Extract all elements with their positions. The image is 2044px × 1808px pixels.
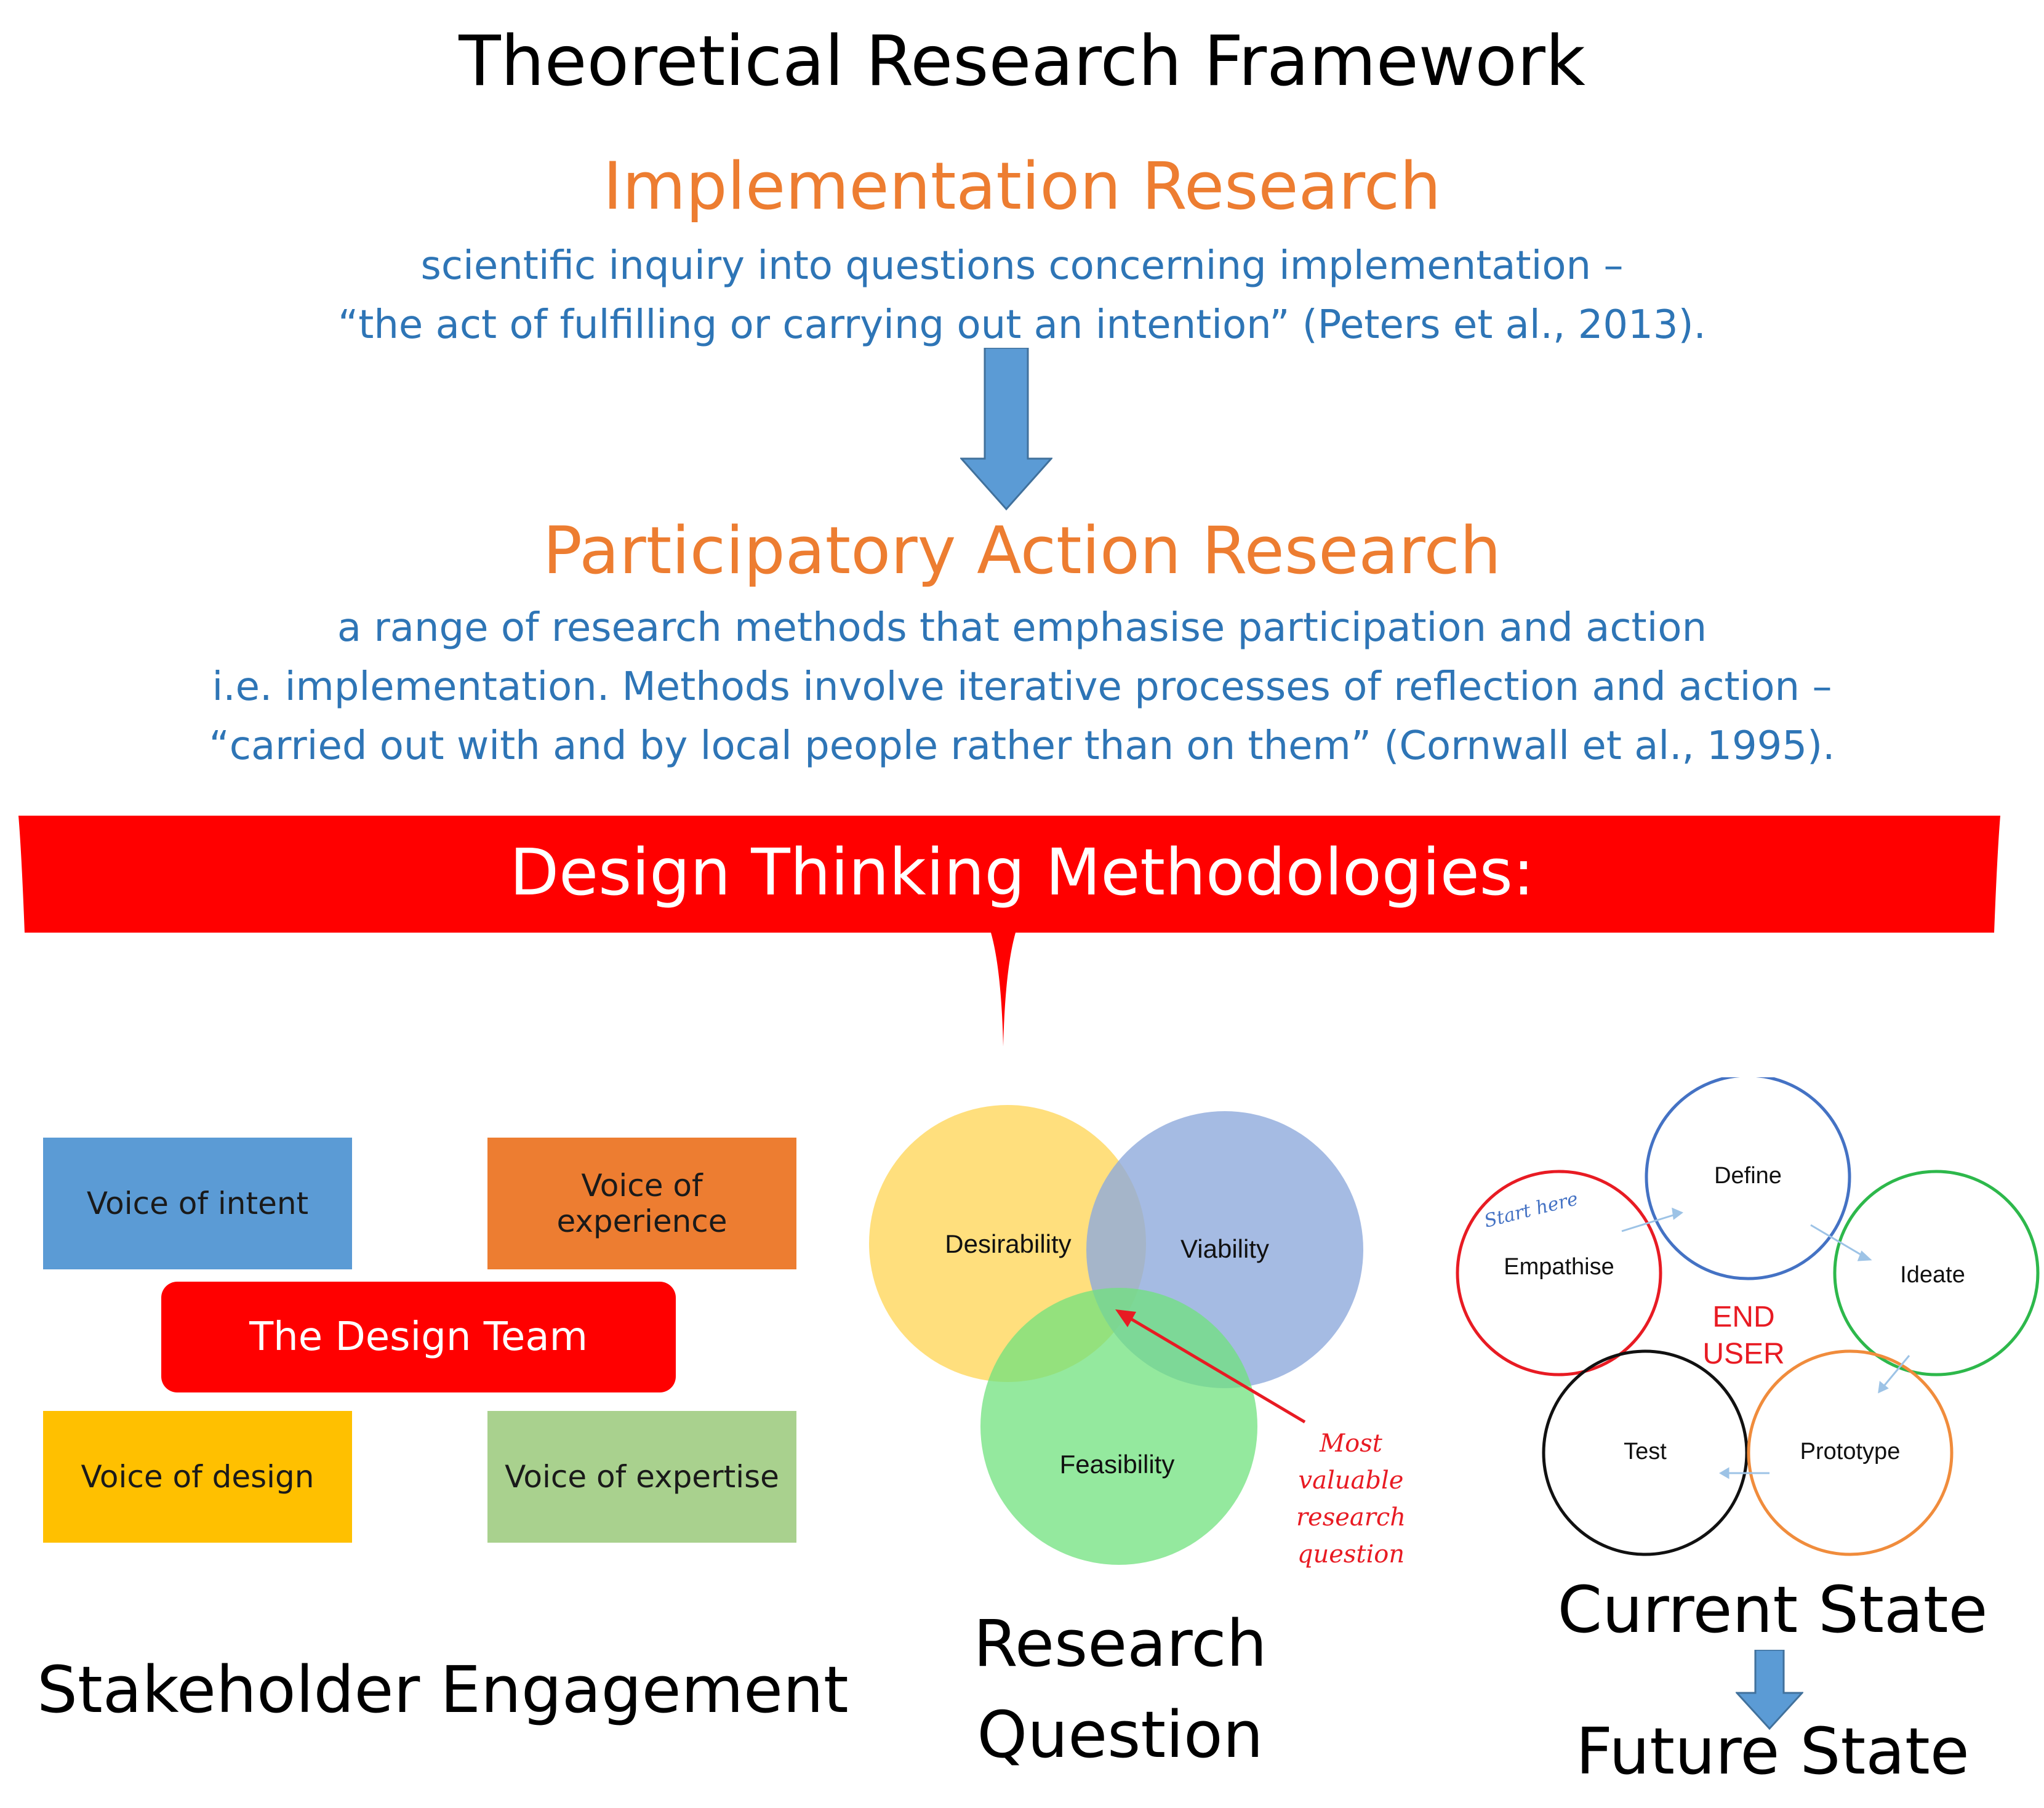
cycle-arrows (1621, 1207, 1910, 1479)
implementation-description-line: “the act of fulfilling or carrying out a… (338, 302, 1706, 348)
down-arrow-icon (1736, 1650, 1803, 1730)
voice-of-expertise-box: Voice of expertise (487, 1411, 796, 1543)
empathise-label: Empathise (1504, 1254, 1614, 1280)
down-arrow-icon (960, 348, 1052, 511)
desirability-label: Desirability (945, 1229, 1071, 1258)
participatory-heading: Participatory Action Research (543, 513, 1501, 589)
feasibility-label: Feasibility (1060, 1450, 1175, 1479)
implementation-description-line: scientific inquiry into questions concer… (420, 243, 1624, 289)
end-user-label: END (1712, 1301, 1774, 1333)
annotation-line: research (1296, 1503, 1406, 1532)
define-label: Define (1714, 1163, 1782, 1189)
banner-callout-shape (18, 816, 2000, 1047)
annotation-line: question (1297, 1540, 1405, 1569)
voice-of-design-box: Voice of design (43, 1411, 352, 1543)
prototype-label: Prototype (1800, 1439, 1901, 1464)
research-question-venn: Desirability Viability Feasibility Most … (869, 1105, 1406, 1569)
participatory-description-line: a range of research methods that emphasi… (337, 605, 1707, 651)
test-label: Test (1624, 1439, 1667, 1464)
design-thinking-cycle: Define Empathise Ideate Test Prototype S… (1456, 1077, 2040, 1556)
future-state-label: Future State (1576, 1714, 1970, 1789)
voice-of-experience-box: Voice of experience (487, 1138, 796, 1269)
current-state-label: Current State (1557, 1572, 1988, 1647)
end-user-label: USER (1702, 1338, 1784, 1370)
viability-label: Viability (1180, 1234, 1269, 1263)
design-team-box: The Design Team (161, 1282, 676, 1392)
stakeholder-engagement-caption: Stakeholder Engagement (37, 1652, 849, 1727)
voice-of-intent-box: Voice of intent (43, 1138, 352, 1269)
research-question-caption-line: Question (977, 1697, 1264, 1772)
participatory-description-line: i.e. implementation. Methods involve ite… (212, 664, 1832, 710)
define-circle (1645, 1077, 1851, 1280)
banner-title: Design Thinking Methodologies: (510, 835, 1534, 910)
research-question-caption-line: Research (973, 1606, 1267, 1681)
page-title: Theoretical Research Framework (459, 22, 1585, 102)
annotation-line: valuable (1299, 1466, 1404, 1495)
participatory-description-line: “carried out with and by local people ra… (209, 723, 1835, 769)
prototype-circle (1747, 1349, 1954, 1556)
feasibility-circle (980, 1288, 1257, 1565)
empathise-circle (1456, 1170, 1662, 1376)
pointer-arrowhead (1115, 1309, 1136, 1327)
pointer-arrow-line (1122, 1312, 1306, 1424)
annotation-line: Most (1319, 1429, 1383, 1458)
ideate-label: Ideate (1900, 1262, 1965, 1288)
test-circle (1542, 1349, 1749, 1556)
implementation-heading: Implementation Research (603, 148, 1441, 224)
ideate-circle (1833, 1170, 2040, 1376)
